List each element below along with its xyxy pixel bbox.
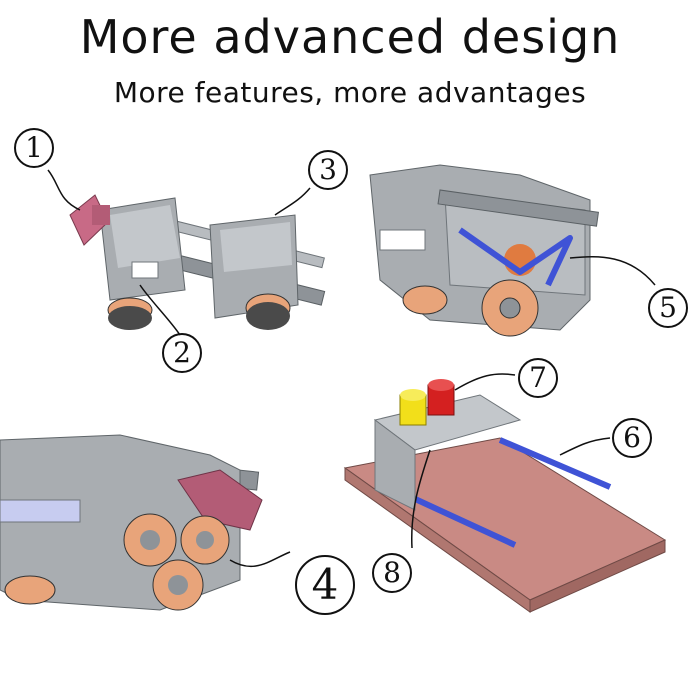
page-title: More advanced design <box>79 10 621 64</box>
callout-2: 2 <box>162 333 202 373</box>
callout-7: 7 <box>518 358 558 398</box>
page-subtitle: More features, more advantages <box>113 76 587 109</box>
callout-4: 4 <box>295 555 355 615</box>
honing-guide-closeup <box>369 164 656 337</box>
wheels-closeup <box>0 434 291 611</box>
angle-setting-plate <box>343 373 667 613</box>
callout-6: 6 <box>612 418 652 458</box>
wing-knob <box>177 469 263 531</box>
red-knob <box>427 379 455 416</box>
honing-guide-full <box>47 169 326 336</box>
pink-knob <box>69 194 110 246</box>
callout-1: 1 <box>14 128 54 168</box>
callout-8: 8 <box>372 553 412 593</box>
yellow-knob <box>399 389 427 426</box>
callout-3: 3 <box>308 150 348 190</box>
callout-5: 5 <box>648 288 688 328</box>
